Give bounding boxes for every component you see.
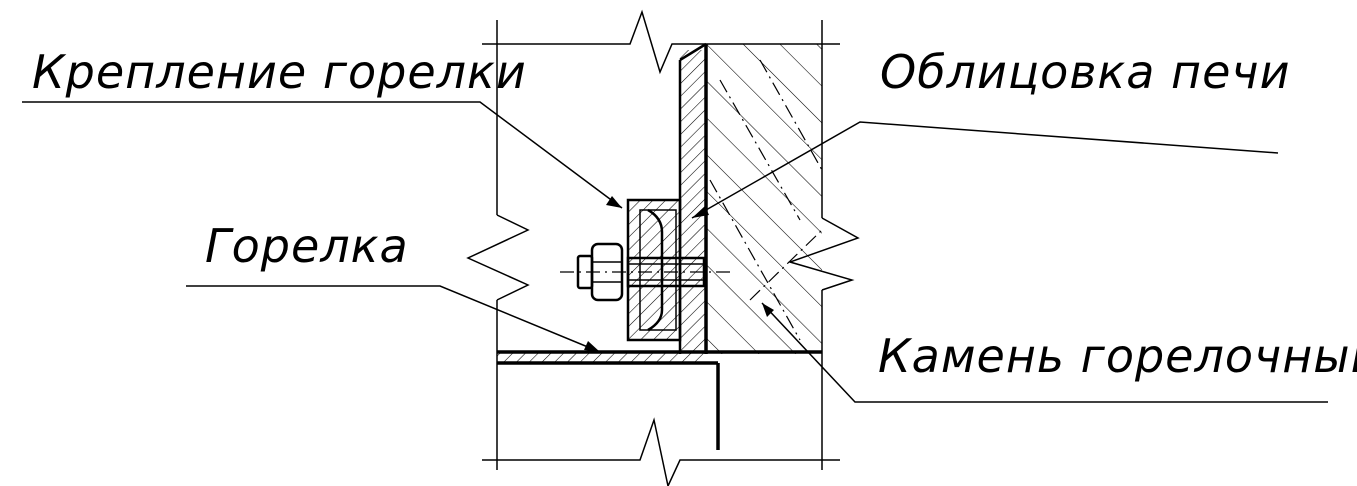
label-burner-mount: Крепление горелки — [32, 45, 527, 99]
burner-stone — [706, 44, 822, 354]
leader-burner-mount — [22, 101, 623, 209]
furnace-lining-plate — [678, 42, 708, 354]
bolt — [560, 256, 730, 288]
bottom-break-line — [482, 417, 840, 486]
mount-bracket — [626, 198, 682, 342]
label-furnace-lining: Облицовка печи — [880, 45, 1290, 99]
label-burner: Горелка — [205, 219, 409, 273]
leader-burner — [186, 285, 601, 353]
left-boundary-lines — [466, 20, 530, 470]
leader-burner-stone — [761, 302, 1328, 403]
nut — [576, 242, 624, 302]
label-burner-stone: Камень горелочный — [878, 329, 1357, 383]
burner-plate — [497, 350, 822, 450]
leader-furnace-lining — [691, 121, 1279, 219]
top-break-line — [482, 9, 840, 75]
